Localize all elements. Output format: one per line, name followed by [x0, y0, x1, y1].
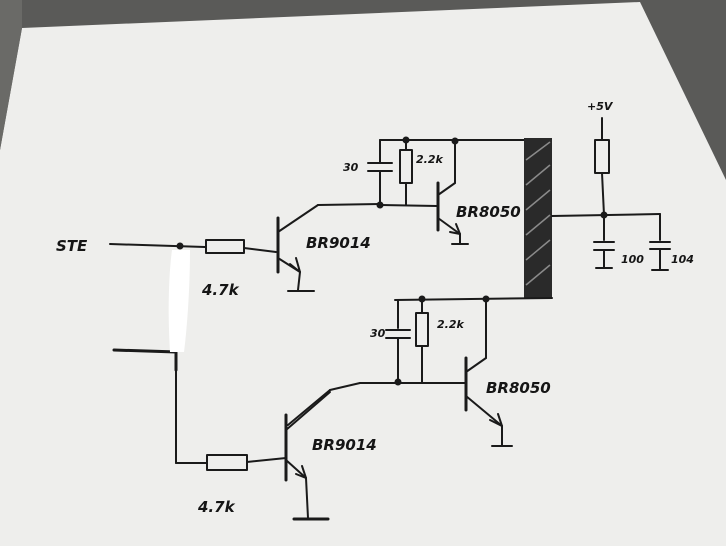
transistor-q3-symbol	[284, 391, 331, 521]
label-q-bottom-output: BR8050	[486, 379, 551, 397]
label-q-top-output: BR8050	[456, 203, 521, 221]
label-r-base-bottom: 4.7k	[197, 498, 236, 516]
capacitor-104	[649, 241, 671, 271]
background-wedge	[0, 0, 22, 150]
capacitor-100	[593, 241, 615, 269]
wire-supply-down	[601, 172, 605, 216]
label-q-bottom-driver: BR9014	[312, 436, 377, 454]
input-wire	[109, 243, 206, 248]
transistor-q2-symbol	[436, 140, 469, 245]
transistor-q1-symbol	[276, 204, 319, 292]
speaker-bar	[524, 138, 552, 298]
resistor-top-base	[205, 239, 245, 254]
speaker-hatching	[525, 141, 551, 286]
wire-q3-collector	[287, 389, 331, 426]
label-supply: +5V	[587, 100, 614, 113]
label-c-bottom: 30	[370, 327, 386, 340]
wire-base-q2	[379, 204, 438, 207]
label-c-top: 30	[343, 161, 359, 174]
transistor-q4-symbol	[464, 356, 513, 447]
wire-q3-collector-2	[329, 382, 361, 391]
label-c-supply-2: 104	[671, 253, 694, 266]
label-r-base-top: 4.7k	[201, 281, 240, 299]
wire-q1-collector	[317, 203, 381, 206]
label-r-bottom: 2.2k	[437, 318, 464, 331]
label-q-top-driver: BR9014	[306, 234, 371, 252]
wire-rbot-to-q3	[246, 457, 287, 463]
label-input: STE	[56, 237, 88, 255]
wire-rtop-to-q1	[243, 247, 277, 253]
label-c-supply-1: 100	[621, 253, 644, 266]
whiteout-correction	[168, 250, 190, 352]
label-r-top: 2.2k	[416, 153, 443, 166]
input-junction	[176, 242, 184, 250]
